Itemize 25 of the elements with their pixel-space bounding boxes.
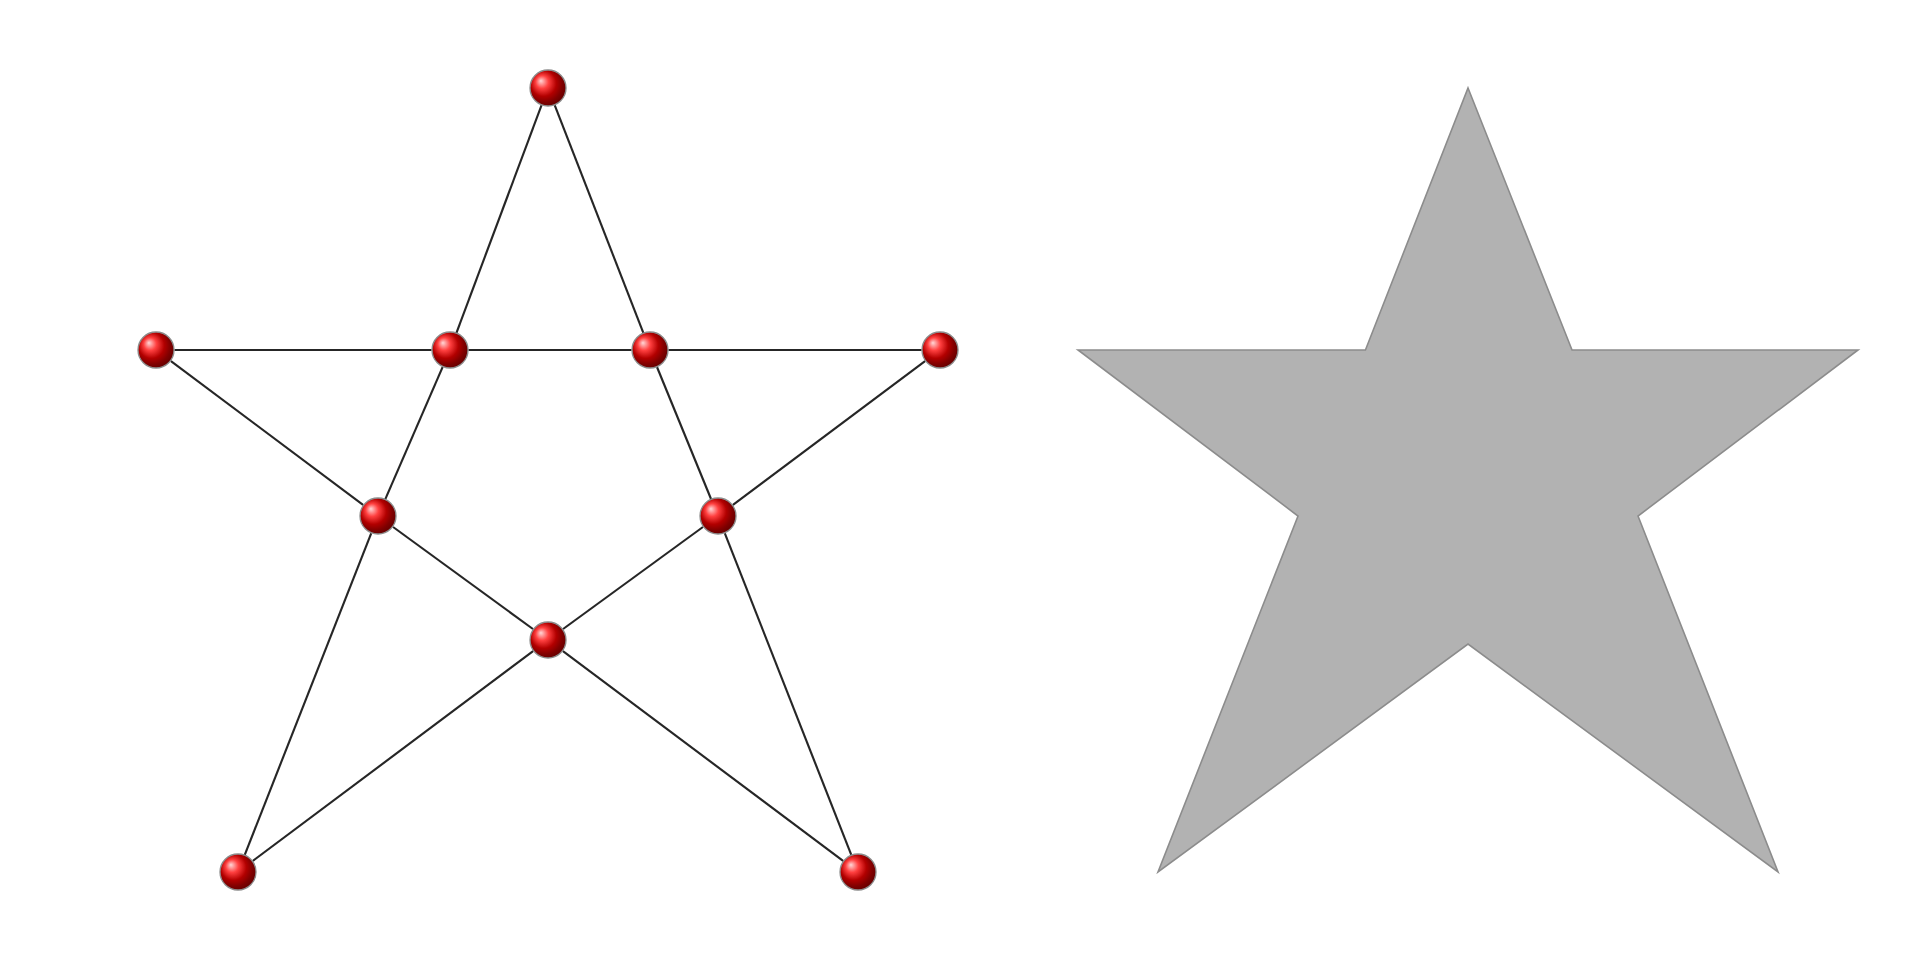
ball (137, 331, 175, 369)
line (174, 348, 432, 352)
line (562, 526, 704, 630)
line (384, 366, 444, 500)
line (468, 348, 632, 352)
ball (529, 69, 567, 107)
line (455, 105, 543, 333)
ball (699, 497, 737, 535)
line (656, 366, 712, 500)
line (668, 348, 922, 352)
line (562, 650, 844, 862)
ball (359, 497, 397, 535)
ball (839, 853, 877, 891)
ball (529, 621, 567, 659)
ball (219, 853, 257, 891)
line (723, 533, 853, 855)
line (243, 533, 373, 855)
line (170, 360, 364, 506)
ball (431, 331, 469, 369)
line (732, 360, 926, 506)
ball (921, 331, 959, 369)
line (392, 526, 534, 630)
line (252, 650, 534, 862)
ball (631, 331, 669, 369)
line (553, 105, 645, 333)
